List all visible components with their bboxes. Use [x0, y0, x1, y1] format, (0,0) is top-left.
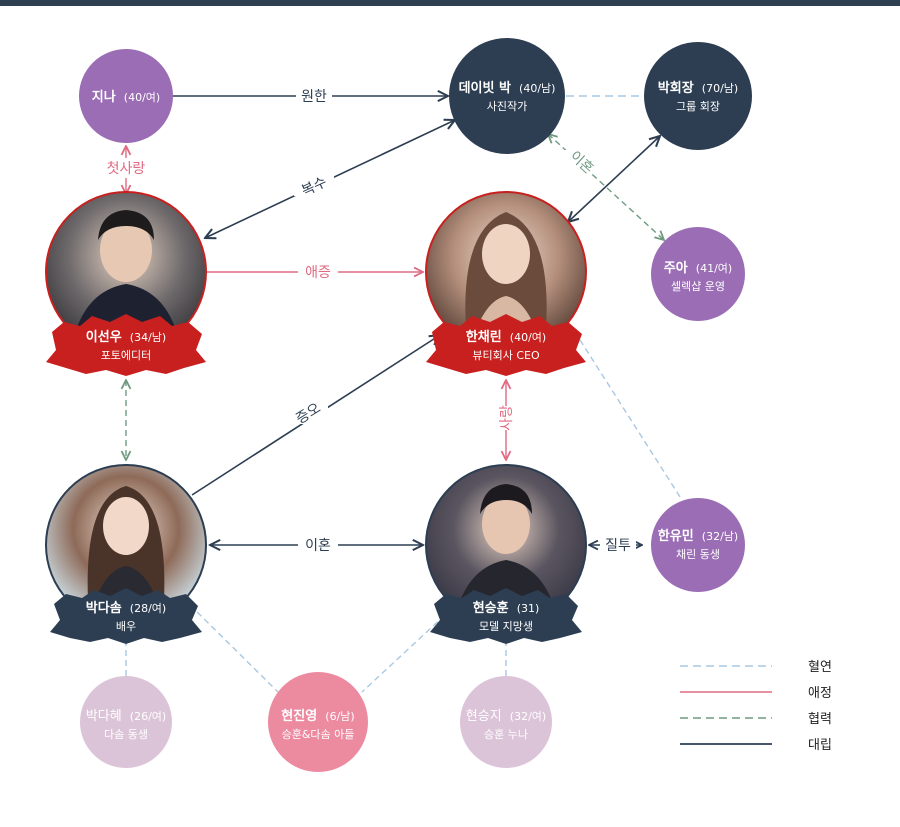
seungji-info: (32/여)	[510, 710, 546, 723]
portrait-seonwoo	[76, 210, 176, 330]
seonwoo-name: 이선우	[86, 329, 122, 345]
legend: 혈연 애정 협력 대립	[680, 660, 832, 753]
dasom-info: (28/여)	[130, 602, 166, 615]
svg-text:현진영 (6/남): 현진영 (6/남)	[281, 705, 354, 724]
juah-name: 주아	[664, 260, 688, 276]
label-divorce-mid: 이혼	[305, 538, 331, 554]
connections	[126, 96, 683, 693]
seunghoon-role: 모델 지망생	[479, 620, 533, 633]
legend-label-opposition: 대립	[808, 738, 832, 753]
banner-dasom	[50, 588, 202, 644]
juah-role: 셀렉샵 운영	[671, 280, 725, 293]
node-park-chairman[interactable]: 박회장 (70/남) 그룹 회장	[644, 42, 752, 150]
svg-text:이선우 (34/남): 이선우 (34/남)	[86, 326, 166, 345]
jinyoung-role: 승훈&다솜 아들	[282, 728, 355, 741]
node-seunghoon[interactable]: 현승훈 (31) 모델 지망생	[425, 464, 587, 644]
svg-text:데이빗 박 (40/남): 데이빗 박 (40/남)	[459, 77, 556, 96]
node-seonwoo[interactable]: 이선우 (34/남) 포토에디터	[45, 191, 207, 376]
seunghoon-info: (31)	[517, 602, 540, 615]
dahye-name: 박다혜	[86, 709, 122, 724]
svg-text:한채린 (40/여): 한채린 (40/여)	[466, 326, 546, 345]
chairman-info: (70/남)	[702, 82, 738, 95]
yumin-info: (32/남)	[702, 530, 738, 543]
banner-seonwoo	[46, 314, 206, 376]
line-chaerin-yumin	[579, 339, 683, 501]
relation-labels: 원한 첫사랑 복수 이혼 애증 증오 사랑 이혼 질투	[100, 86, 636, 555]
svg-text:한유민 (32/남): 한유민 (32/남)	[658, 525, 738, 544]
svg-text:박회장 (70/남): 박회장 (70/남)	[658, 77, 738, 96]
dasom-name: 박다솜	[86, 600, 122, 616]
yumin-role: 채린 동생	[676, 548, 720, 561]
jina-info: (40/여)	[124, 91, 160, 104]
dahye-info: (26/여)	[130, 710, 166, 723]
jinyoung-info: (6/남)	[325, 710, 354, 723]
seungji-role: 승훈 누나	[484, 728, 528, 741]
top-bar	[0, 0, 900, 6]
line-seunghoon-jinyoung	[361, 614, 446, 693]
jinyoung-name: 현진영	[281, 708, 317, 724]
svg-text:현승훈 (31): 현승훈 (31)	[473, 597, 540, 616]
node-jinyoung[interactable]: 현진영 (6/남) 승훈&다솜 아들	[268, 672, 368, 772]
label-love: 사랑	[499, 405, 515, 431]
node-dasom[interactable]: 박다솜 (28/여) 배우	[45, 464, 207, 644]
label-first-love: 첫사랑	[107, 161, 146, 177]
dahye-role: 다솜 동생	[104, 728, 148, 741]
chairman-role: 그룹 회장	[676, 100, 720, 113]
node-david[interactable]: 데이빗 박 (40/남) 사진작가	[449, 38, 565, 154]
seonwoo-info: (34/남)	[130, 331, 166, 344]
seonwoo-role: 포토에디터	[101, 349, 152, 362]
david-name: 데이빗 박	[459, 80, 511, 96]
node-jina[interactable]: 지나 (40/여)	[79, 49, 173, 143]
chaerin-info: (40/여)	[510, 331, 546, 344]
node-seungji[interactable]: 현승지 (32/여) 승훈 누나	[460, 676, 552, 768]
dasom-role: 배우	[116, 620, 136, 633]
legend-label-blood: 혈연	[808, 660, 832, 675]
label-love-hate: 애증	[305, 265, 331, 281]
node-yumin[interactable]: 한유민 (32/남) 채린 동생	[651, 498, 745, 592]
svg-text:지나 (40/여): 지나 (40/여)	[92, 86, 160, 105]
yumin-name: 한유민	[658, 528, 694, 544]
legend-label-affection: 애정	[808, 686, 832, 701]
svg-text:현승지 (32/여): 현승지 (32/여)	[466, 705, 546, 724]
seungji-name: 현승지	[466, 709, 502, 724]
chaerin-role: 뷰티회사 CEO	[472, 349, 540, 362]
line-chairman-chaerin	[568, 136, 660, 222]
node-chaerin[interactable]: 한채린 (40/여) 뷰티회사 CEO	[425, 191, 587, 376]
david-info: (40/남)	[519, 82, 555, 95]
chaerin-name: 한채린	[466, 329, 502, 345]
jina-name: 지나	[92, 89, 116, 105]
node-juah[interactable]: 주아 (41/여) 셀렉샵 운영	[651, 227, 745, 321]
banner-seunghoon	[430, 588, 582, 644]
label-jealousy: 질투	[605, 538, 631, 554]
david-role: 사진작가	[487, 100, 527, 113]
svg-text:박다혜 (26/여): 박다혜 (26/여)	[86, 705, 166, 724]
node-dahye[interactable]: 박다혜 (26/여) 다솜 동생	[80, 676, 172, 768]
seunghoon-name: 현승훈	[473, 600, 509, 616]
chairman-name: 박회장	[658, 80, 694, 96]
svg-text:박다솜 (28/여): 박다솜 (28/여)	[86, 597, 166, 616]
svg-text:주아 (41/여): 주아 (41/여)	[664, 257, 732, 276]
legend-label-cooperation: 협력	[808, 712, 832, 727]
label-wonhan: 원한	[301, 89, 327, 105]
line-dasom-jinyoung	[189, 604, 279, 693]
juah-info: (41/여)	[696, 262, 732, 275]
banner-chaerin	[426, 314, 586, 376]
